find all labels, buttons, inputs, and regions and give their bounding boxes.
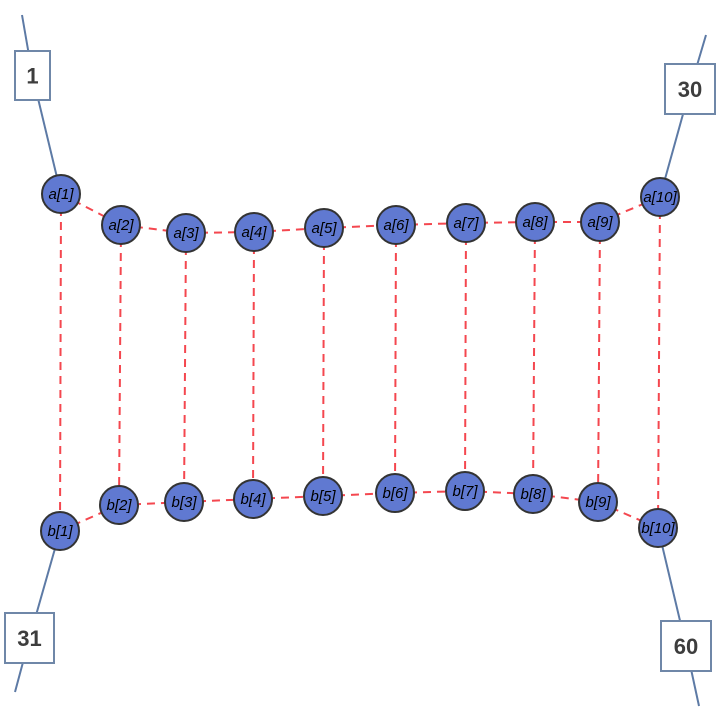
rung-edge <box>394 224 397 494</box>
node-a10[interactable]: a[10] <box>640 177 680 217</box>
node-circle <box>445 471 485 511</box>
node-circle <box>640 177 680 217</box>
node-label: b[1] <box>47 523 73 540</box>
node-a3[interactable]: a[3] <box>166 213 206 253</box>
terminal-box-1[interactable]: 1 <box>14 50 51 101</box>
node-b7[interactable]: b[7] <box>445 471 485 511</box>
node-label: a[1] <box>48 186 74 203</box>
node-b6[interactable]: b[6] <box>375 473 415 513</box>
node-layer: a[1] a[2] a[3] a[4] a[5] a[6] a[7] a[8] a[9] a[10… <box>40 174 680 551</box>
node-label: a[7] <box>453 215 479 232</box>
rail-edge <box>120 224 187 234</box>
terminal-label: 60 <box>674 634 698 659</box>
node-b9[interactable]: b[9] <box>578 482 618 522</box>
node-label: a[10] <box>643 189 677 206</box>
rung-edge <box>118 224 122 506</box>
node-circle <box>303 476 343 516</box>
node-label: a[9] <box>587 214 613 231</box>
rung-edge <box>657 196 661 529</box>
node-a5[interactable]: a[5] <box>304 208 344 248</box>
node-circle <box>578 482 618 522</box>
node-label: b[2] <box>106 497 132 514</box>
rung-edge <box>183 232 187 503</box>
rung-edge <box>597 221 601 503</box>
node-label: b[7] <box>452 483 478 500</box>
node-circle <box>580 202 620 242</box>
node-circle <box>304 208 344 248</box>
rung-edge <box>532 221 536 495</box>
node-label: a[5] <box>311 220 337 237</box>
node-b4[interactable]: b[4] <box>233 479 273 519</box>
terminal-boxes: 1 30 31 60 <box>4 50 716 672</box>
node-circle <box>233 479 273 519</box>
node-label: a[8] <box>522 214 548 231</box>
terminal-label: 30 <box>678 77 702 102</box>
node-circle <box>513 474 553 514</box>
node-b2[interactable]: b[2] <box>99 485 139 525</box>
node-a8[interactable]: a[8] <box>515 202 555 242</box>
node-circle <box>234 212 274 252</box>
terminal-box-frame <box>4 612 55 664</box>
node-label: a[4] <box>241 224 267 241</box>
terminal-box-60[interactable]: 60 <box>660 620 712 672</box>
rung-edges <box>59 193 661 532</box>
node-label: a[3] <box>173 225 199 242</box>
node-b8[interactable]: b[8] <box>513 474 553 514</box>
node-label: b[4] <box>240 491 266 508</box>
terminal-box-31[interactable]: 31 <box>4 612 55 664</box>
terminal-label: 31 <box>17 626 41 651</box>
node-circle <box>376 205 416 245</box>
node-b5[interactable]: b[5] <box>303 476 343 516</box>
node-label: a[6] <box>383 217 409 234</box>
node-label: b[9] <box>585 494 611 511</box>
node-label: a[2] <box>108 217 134 234</box>
node-circle <box>99 485 139 525</box>
node-a1[interactable]: a[1] <box>41 174 81 214</box>
lead-edges <box>14 14 707 707</box>
rung-edge <box>59 193 62 532</box>
rung-edge <box>464 222 467 492</box>
rail-edge <box>118 501 185 506</box>
rail-edges <box>59 193 661 532</box>
rung-edge <box>322 227 325 497</box>
node-circle <box>375 473 415 513</box>
rail-edge <box>59 504 120 532</box>
terminal-box-frame <box>664 63 716 115</box>
node-a9[interactable]: a[9] <box>580 202 620 242</box>
node-label: b[5] <box>310 488 336 505</box>
rung-edge <box>252 231 255 500</box>
node-label: b[10] <box>641 520 675 537</box>
rail-edge <box>532 493 599 503</box>
node-label: b[6] <box>382 485 408 502</box>
node-label: b[3] <box>171 494 197 511</box>
node-a7[interactable]: a[7] <box>446 203 486 243</box>
node-circle <box>515 202 555 242</box>
node-circle <box>41 174 81 214</box>
node-circle <box>638 508 678 548</box>
node-label: b[8] <box>520 486 546 503</box>
rail-edge <box>599 196 661 223</box>
terminal-label: 1 <box>26 64 38 89</box>
terminal-box-frame <box>660 620 712 672</box>
node-circle <box>446 203 486 243</box>
node-circle <box>164 482 204 522</box>
node-a4[interactable]: a[4] <box>234 212 274 252</box>
node-circle <box>166 213 206 253</box>
node-a6[interactable]: a[6] <box>376 205 416 245</box>
node-b10[interactable]: b[10] <box>638 508 678 548</box>
node-b3[interactable]: b[3] <box>164 482 204 522</box>
node-a2[interactable]: a[2] <box>101 205 141 245</box>
node-circle <box>101 205 141 245</box>
node-circle <box>40 511 80 551</box>
node-b1[interactable]: b[1] <box>40 511 80 551</box>
rail-edge <box>597 501 659 529</box>
terminal-box-30[interactable]: 30 <box>664 63 716 115</box>
terminal-box-frame <box>14 50 51 101</box>
